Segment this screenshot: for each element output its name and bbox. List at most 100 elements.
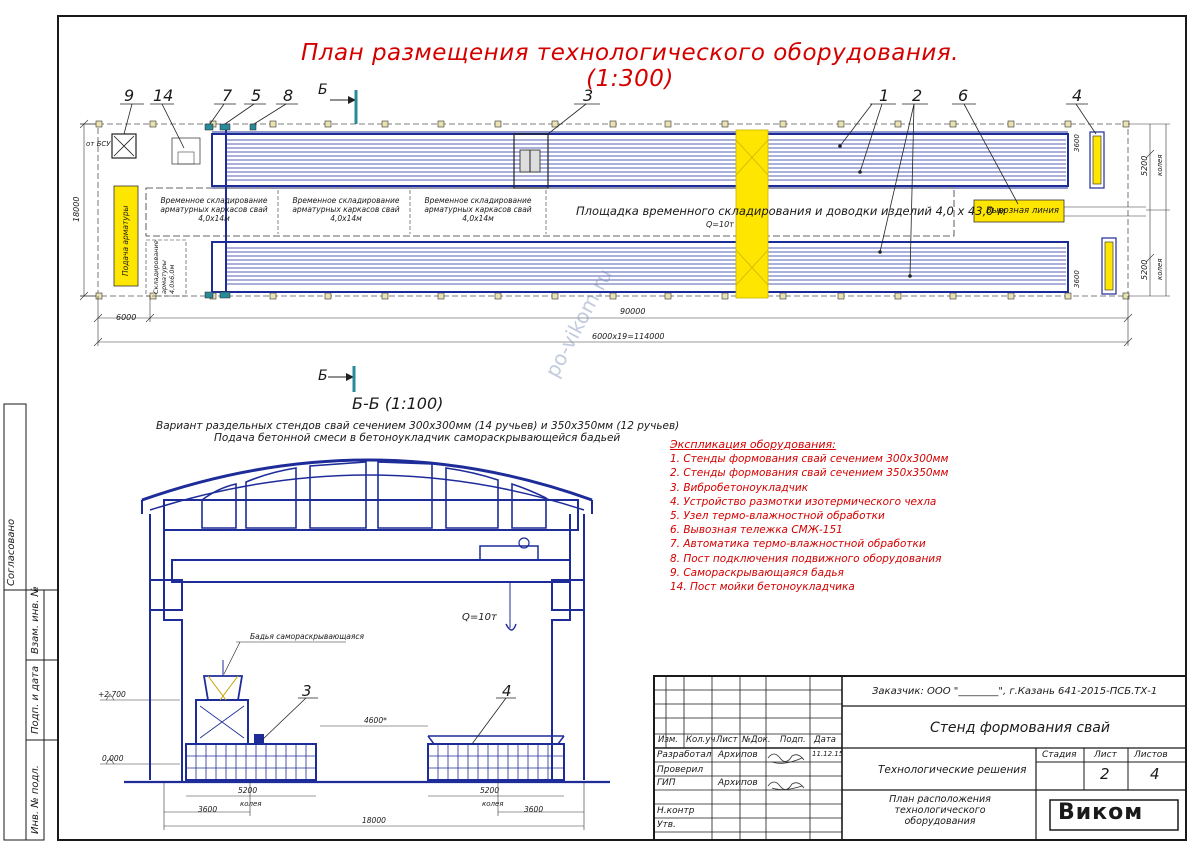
storage-platform	[145, 187, 955, 237]
stamp-code: 641-2015-ПСБ.ТХ-1	[1058, 686, 1158, 697]
stand-350	[211, 241, 1069, 293]
callout-7: 7	[222, 86, 233, 105]
connection-post	[249, 123, 257, 131]
section-dim-5200-right: 5200	[480, 786, 500, 795]
sheet-frame	[57, 15, 1187, 841]
company-logo: Виком	[1058, 800, 1144, 825]
level-zero: 0.000	[102, 754, 124, 763]
rebar-storage-area	[145, 239, 187, 297]
stamp-role-normcontrol: Н.контр	[657, 806, 695, 816]
dim-5200-top: 5200	[1140, 155, 1149, 176]
stamp-section: Технологические решения	[878, 764, 1027, 776]
section-dim-18000: 18000	[362, 816, 386, 825]
explication-item: 3. Вибробетоноукладчик	[670, 481, 809, 494]
thermal-unit	[219, 123, 231, 131]
stamp-role-developer: Разработал	[657, 750, 712, 760]
stamp-name-developer: Архипов	[718, 750, 758, 760]
from-bsu-label: от БСУ	[86, 140, 111, 148]
rebar-storage-label: Складирование арматуры 4,0х6,0м	[152, 240, 176, 294]
section-stand-right	[427, 743, 565, 781]
plan-view	[79, 90, 1170, 347]
side-agreed: Согласовано	[6, 518, 17, 586]
section-bucket	[202, 675, 244, 701]
export-line-label: Вывозная линия	[986, 206, 1060, 216]
stamp-h-koluch: Кол.уч	[686, 735, 716, 745]
bucket-label: Бадья самораскрывающаяся	[250, 632, 365, 641]
section-koleya-right: колея	[482, 800, 504, 808]
stamp-h-podp: Подп.	[780, 735, 806, 745]
plan-q-label: Q=10т	[706, 220, 734, 229]
stamp-lists-header: Листов	[1134, 750, 1168, 760]
section-dim-5200-left: 5200	[238, 786, 258, 795]
export-line-box	[973, 199, 1065, 223]
section-stand-left	[185, 743, 317, 781]
crane-bridge	[171, 559, 571, 583]
stamp-date-developer: 11.12.15	[812, 750, 844, 758]
stamp-h-data: Дата	[814, 735, 837, 745]
roof-arch	[141, 458, 593, 502]
explication-item: 9. Самораскрывающаяся бадья	[670, 566, 844, 579]
equipment-explication: Экспликация оборудования: 1. Стенды форм…	[670, 438, 970, 594]
section-q-label: Q=10т	[462, 612, 497, 623]
title-block	[653, 675, 1187, 841]
dim-6000: 6000	[116, 313, 137, 322]
callout-9: 9	[124, 86, 135, 105]
signature	[767, 753, 805, 790]
plan-dimensions	[79, 119, 1170, 347]
stamp-list-value: 2	[1100, 765, 1110, 783]
explication-item: 4. Устройство размотки изотермического ч…	[670, 495, 937, 508]
callout-leaders	[120, 103, 1097, 277]
storage-area-3: Временное складирование арматурных карка…	[424, 196, 532, 223]
platform-label: Площадка временного складирования и дово…	[576, 204, 1006, 218]
binding-strip	[3, 403, 27, 841]
stand-300	[211, 131, 1069, 189]
rebar-feed-label: Подача арматуры	[121, 205, 130, 276]
unwinder-top	[1089, 131, 1105, 189]
dim-3600-bottom: 3600	[1073, 270, 1081, 288]
koleya-top: колея	[1156, 154, 1164, 176]
stamp-customer: Заказчик: ООО "________", г.Казань	[872, 686, 1055, 697]
storage-area-2: Временное складирование арматурных карка…	[292, 196, 400, 223]
automation-box	[204, 123, 214, 131]
stamp-role-checker: Проверил	[657, 765, 704, 775]
explication-header: Экспликация оборудования:	[670, 438, 836, 451]
callout-4: 4	[1072, 86, 1083, 105]
section-title: Б-Б (1:100)	[352, 394, 444, 413]
section-dimensions	[163, 725, 585, 830]
section-callout-3: 3	[302, 682, 312, 700]
unwinder-bottom	[1101, 237, 1117, 295]
stamp-sheet-title: План расположения технологического обору…	[889, 794, 991, 827]
level-top: +2.700	[98, 690, 126, 699]
gap-dim: 4600*	[364, 716, 387, 725]
koleya-bottom: колея	[1156, 258, 1164, 280]
explication-item: 5. Узел термо-влажностной обработки	[670, 510, 885, 523]
section-dim-3600-right: 3600	[524, 805, 544, 814]
stamp-object: Стенд формования свай	[930, 720, 1110, 736]
callout-2: 2	[912, 86, 923, 105]
stamp-name-chief: Архипов	[718, 778, 758, 788]
stamp-h-list: Лист	[716, 735, 738, 745]
dim-18000: 18000	[72, 196, 81, 222]
concrete-paver-plan	[513, 133, 549, 189]
stamp-stage-header: Стадия	[1042, 750, 1077, 760]
explication-item: 1. Стенды формования свай сечением 300х3…	[670, 453, 949, 466]
stamp-h-ndoc: №Док.	[742, 735, 771, 745]
storage-area-1: Временное складирование арматурных карка…	[160, 196, 268, 223]
explication-item: 14. Пост мойки бетоноукладчика	[670, 581, 855, 594]
callout-1: 1	[879, 86, 890, 105]
section-callout-4: 4	[502, 682, 512, 700]
section-view	[100, 366, 610, 830]
stamp-role-chief: ГИП	[657, 778, 676, 788]
callout-8: 8	[283, 86, 294, 105]
callout-6: 6	[958, 86, 969, 105]
stamp-list-header: Лист	[1094, 750, 1117, 760]
side-inv-podl: Инв. № подл.	[30, 765, 41, 834]
explication-item: 6. Вывозная тележка СМЖ-151	[670, 524, 843, 537]
drawing-title: План размещения технологического оборудо…	[301, 40, 959, 92]
rebar-feed	[113, 185, 139, 287]
section-caption-1: Вариант раздельных стендов свай сечением…	[156, 420, 680, 432]
stamp-lists-value: 4	[1150, 765, 1160, 783]
dim-5200-bottom: 5200	[1140, 259, 1149, 280]
section-dim-3600-left: 3600	[198, 805, 218, 814]
